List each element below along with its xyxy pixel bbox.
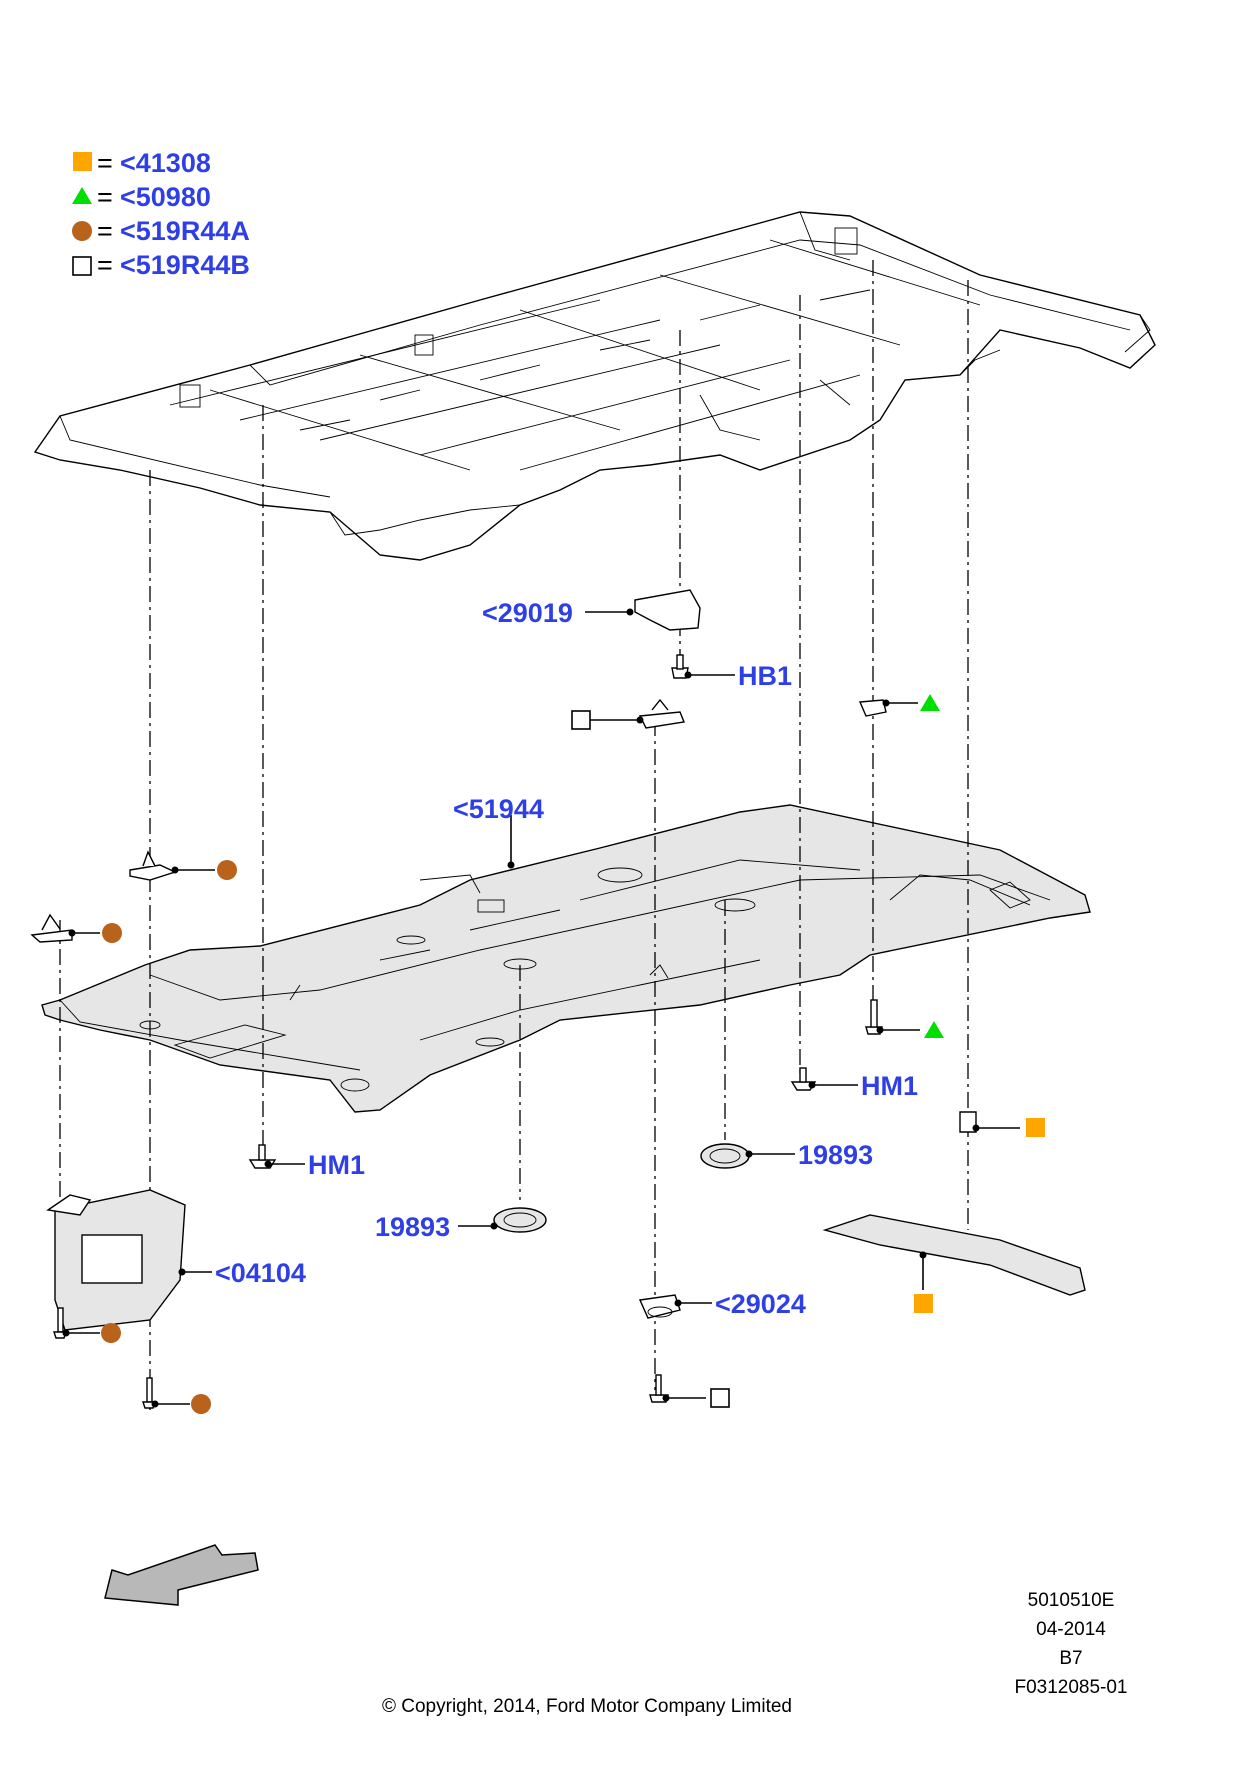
screw-left-2-icon: [146, 1377, 153, 1403]
brown-circle-icon: [72, 221, 92, 241]
callout-29024[interactable]: <29024: [715, 1289, 806, 1319]
outline-square-icon: [72, 256, 92, 276]
vent-right-icon: [700, 1143, 750, 1169]
clip-icon: [638, 711, 685, 729]
brown-circle-icon: [191, 1394, 211, 1414]
callout-hb1[interactable]: HB1: [738, 661, 792, 691]
callout-leaders: [62, 608, 1045, 1414]
clip-29024-icon: [638, 1294, 681, 1319]
footer: 5010510E 04-2014 B7 F0312085-01 © Copyri…: [382, 1590, 1128, 1717]
outline-square-icon: [710, 1388, 730, 1408]
legend-eq: =: [97, 148, 113, 178]
clip-50980-icon: [858, 699, 887, 717]
brown-circle-icon: [102, 923, 122, 943]
clip-left-upper-icon: [129, 864, 177, 881]
screw-left-1-icon: [57, 1307, 64, 1333]
vent-left-icon: [493, 1207, 547, 1233]
leader-lines: [59, 260, 969, 1410]
callout-19893-right[interactable]: 19893: [798, 1140, 873, 1170]
orange-square-icon: [1026, 1118, 1045, 1137]
brown-circle-icon: [217, 860, 237, 880]
callout-hm1-left[interactable]: HM1: [308, 1150, 365, 1180]
legend-item-519R44A: = <519R44A: [72, 216, 250, 246]
callout-hm1-right[interactable]: HM1: [861, 1071, 918, 1101]
front-direction-arrow-icon: [104, 1544, 259, 1606]
trim-panel-icon: [822, 1214, 1086, 1296]
orange-square-icon: [914, 1294, 933, 1313]
drawing-series: B7: [1059, 1648, 1082, 1669]
orange-square-icon: [73, 152, 92, 171]
roof-panel-illustration: [33, 211, 1156, 561]
legend-code-519R44B[interactable]: <519R44B: [120, 250, 250, 280]
legend-item-50980: = <50980: [72, 182, 211, 212]
drawing-date: 04-2014: [1036, 1619, 1106, 1640]
callout-04104[interactable]: <04104: [215, 1258, 306, 1288]
legend-item-519R44B: = <519R44B: [72, 250, 250, 280]
legend-code-50980[interactable]: <50980: [120, 182, 211, 212]
legend-eq: =: [97, 182, 113, 212]
drawing-number: F0312085-01: [1014, 1677, 1127, 1698]
legend-eq: =: [97, 216, 113, 246]
green-triangle-icon: [924, 1021, 944, 1038]
callout-29019[interactable]: <29019: [482, 598, 573, 628]
headliner-illustration: [41, 804, 1091, 1113]
direction-arrow: [104, 1544, 259, 1606]
legend-code-41308[interactable]: <41308: [120, 148, 211, 178]
bracket-29019-icon: [634, 589, 701, 631]
callout-labels: <29019 HB1 <51944 HM1 19893 HM1 19893 <0…: [215, 598, 918, 1319]
legend-eq: =: [97, 250, 113, 280]
callout-51944[interactable]: <51944: [453, 794, 544, 824]
brown-circle-icon: [101, 1323, 121, 1343]
small-parts: [30, 589, 1086, 1409]
legend-code-519R44A[interactable]: <519R44A: [120, 216, 250, 246]
clip-left-lower-icon: [30, 929, 73, 943]
clip-41308-icon: [959, 1111, 977, 1133]
legend: = <41308 = <50980 = <519R44A = <519R44B: [72, 148, 250, 280]
copyright-notice: © Copyright, 2014, Ford Motor Company Li…: [382, 1696, 792, 1717]
green-triangle-icon: [72, 187, 92, 204]
drawing-ref: 5010510E: [1028, 1590, 1115, 1611]
green-triangle-icon: [920, 694, 940, 711]
legend-item-41308: = <41308: [73, 148, 211, 178]
callout-19893-left[interactable]: 19893: [375, 1212, 450, 1242]
outline-square-icon: [571, 710, 591, 730]
